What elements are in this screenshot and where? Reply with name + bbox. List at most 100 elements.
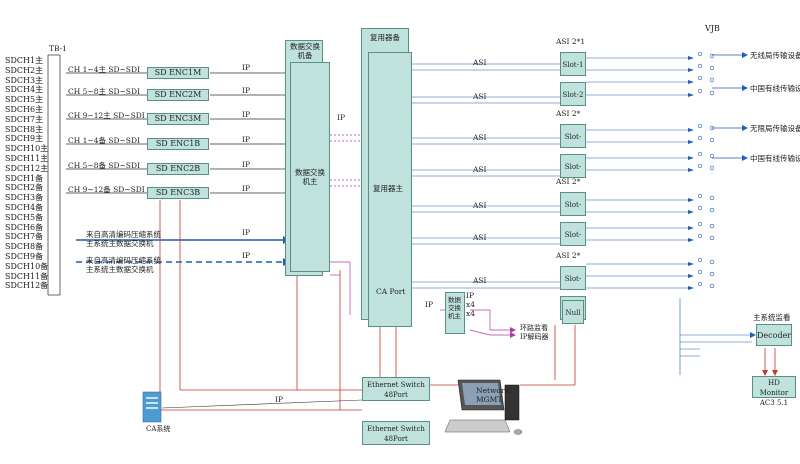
ip-label-1: IP [242, 63, 251, 72]
slot-box: Slot- [560, 124, 586, 148]
sdch-item: SDCH12备 [5, 281, 49, 291]
asi-group-title: ASI 2* [556, 109, 581, 118]
sdch-item: SDCH8备 [5, 242, 44, 252]
vjb-connector [709, 283, 715, 289]
vjb-connector [709, 165, 715, 171]
sdch-item: SDCH7备 [5, 232, 44, 242]
hd-source-backup: 来自高清编码压缩系统 主系统主数据交换机 [86, 256, 161, 274]
hd-monitor-line2: AC3 5.1 [759, 399, 789, 407]
ip-label-9: IP [337, 113, 346, 122]
ip-label-5: IP [242, 160, 251, 169]
destination-2: 中国有线传输设备 [750, 84, 800, 93]
asi-group-title: ASI 2*1 [556, 37, 586, 46]
vjb-connector [697, 257, 703, 263]
slot-box: Slot- [560, 154, 586, 178]
input-label: CH 1~4备 SD~SDI [68, 136, 140, 145]
sdch-item: SDCH8主 [5, 124, 44, 134]
ip-label-12: IP [466, 291, 475, 300]
encoder-box: SD ENC3M [147, 113, 209, 125]
vjb-connector [697, 151, 703, 157]
input-label: CH 5~8主 SD~SDI [68, 87, 140, 96]
null-box: Null [562, 300, 584, 324]
ip-label-10: IP [425, 300, 434, 309]
vjb-connector [697, 135, 703, 141]
ip-label-2: IP [242, 86, 251, 95]
encoder-box: SD ENC1M [147, 67, 209, 79]
input-label: CH 1~4主 SD~SDI [68, 65, 140, 74]
vjb-connector [709, 65, 715, 71]
sdch-item: SDCH10主 [5, 144, 49, 154]
asi-label-2: ASI [473, 92, 487, 101]
sdch-item: SDCH4备 [5, 203, 44, 212]
x4-label-2: x4 [466, 309, 476, 318]
vjb-connector [697, 123, 703, 129]
slot-box: Slot- [560, 192, 586, 216]
sdch-item: SDCH5主 [5, 95, 44, 105]
sdch-item: SDCH1主 [5, 56, 44, 65]
server-icon [142, 391, 162, 423]
vjb-connector [697, 205, 703, 211]
ca-port-label: CA Port [376, 287, 406, 296]
slot-box: Slot-1 [560, 52, 586, 76]
vjb-label: VJB [705, 24, 720, 33]
asi-label-1: ASI [473, 58, 487, 67]
sdch-item: SDCH11主 [5, 154, 49, 163]
monitor-title: 主系统监看 [753, 313, 791, 322]
destination-3: 无限局传输设备 [750, 124, 800, 133]
asi-label-6: ASI [473, 233, 487, 242]
vjb-connector [709, 90, 715, 96]
vjb-connector [697, 233, 703, 239]
encoder-box: SD ENC1B [147, 138, 209, 150]
switch-main-box [290, 62, 330, 272]
ip-label-4: IP [242, 135, 251, 144]
hd-monitor-line1: HD Monitor [759, 379, 789, 397]
vjb-connector [709, 53, 715, 59]
decoder-box: Decoder [756, 324, 792, 346]
vjb-connector [697, 88, 703, 94]
vjb-connector [697, 221, 703, 227]
sdch-item: SDCH2主 [5, 65, 44, 75]
asi-label-5: ASI [473, 201, 487, 210]
network-mgmt-label: Network MGMT [476, 386, 510, 404]
encoder-box: SD ENC2M [147, 89, 209, 101]
encoder-box: SD ENC3B [147, 187, 209, 199]
vjb-connector [709, 235, 715, 241]
sdch-item: SDCH4主 [5, 85, 44, 95]
vjb-connector [709, 153, 715, 159]
vjb-connector [709, 223, 715, 229]
vjb-connector [697, 63, 703, 69]
small-switch-label: 数据交换机主 [448, 296, 461, 320]
sdch-item: SDCH7主 [5, 114, 44, 124]
sdch-item: SDCH6备 [5, 222, 44, 232]
sdch-item: SDCH5备 [5, 212, 44, 222]
loop-monitor-label: 环路监看 IP解码器 [520, 324, 549, 341]
vjb-connector [697, 163, 703, 169]
hd-source-main: 来自高清编码压缩系统 主系统主数据交换机 [86, 230, 161, 248]
sdch-item: SDCH3备 [5, 193, 44, 203]
encoder-box: SD ENC2B [147, 163, 209, 175]
input-label: CH 5~8备 SD~SDI [68, 161, 140, 170]
vjb-connector [709, 207, 715, 213]
vjb-connector [697, 281, 703, 287]
sdch-item: SDCH9备 [5, 252, 44, 261]
ip-label-8: IP [242, 251, 251, 260]
computer-icon [444, 379, 523, 435]
slot-box: Slot- [560, 266, 586, 290]
tb-label: TB-1 [49, 44, 67, 53]
asi-label-3: ASI [473, 133, 487, 142]
ip-label-11: IP [275, 395, 284, 404]
sdch-item: SDCH2备 [5, 183, 44, 193]
asi-group-title: ASI 2* [556, 177, 581, 186]
destination-1: 无线局传输设备 [750, 51, 800, 60]
vjb-connector [709, 259, 715, 265]
vjb-connector [709, 137, 715, 143]
ip-label-6: IP [242, 184, 251, 193]
ethernet-switch-1: Ethernet Switch 48Port [362, 377, 430, 401]
slot-box: Slot- [560, 222, 586, 246]
sdch-item: SDCH6主 [5, 105, 44, 114]
vjb-connector [697, 269, 703, 275]
vjb-connector [697, 193, 703, 199]
vjb-connector [697, 51, 703, 57]
ip-label-7: IP [242, 228, 251, 237]
input-label: CH 9~12备 SD~SDI [68, 185, 145, 194]
